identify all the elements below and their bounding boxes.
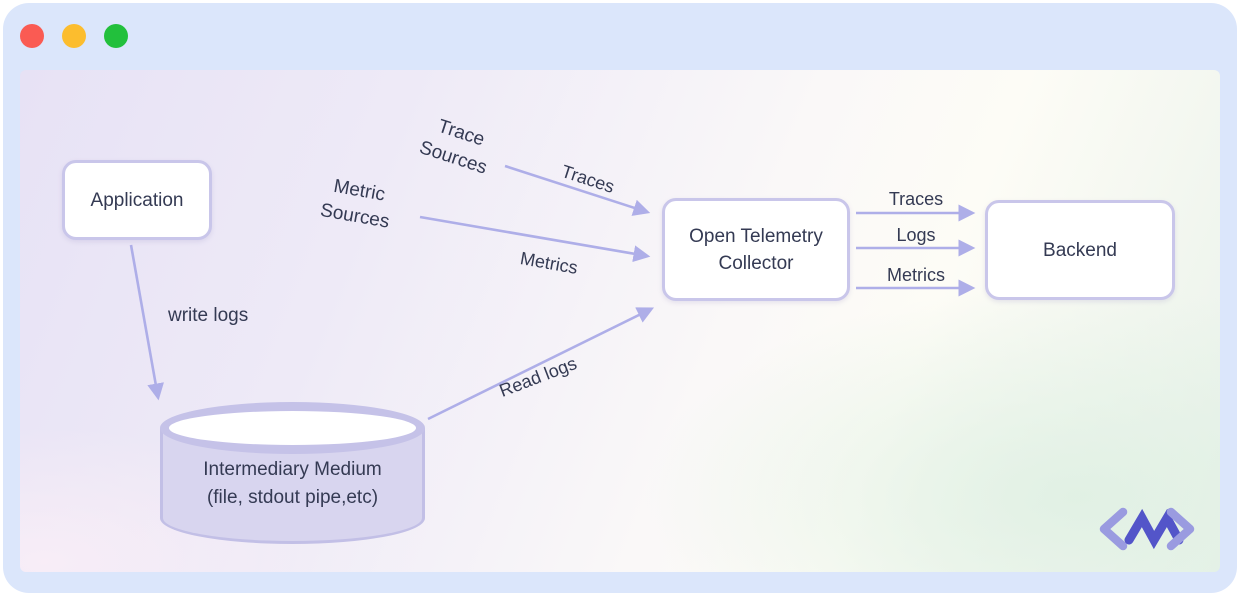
window-frame: Application Open Telemetry Collector Bac… <box>3 3 1237 593</box>
logo-right-bracket-icon <box>1166 507 1195 551</box>
label-metrics-out: Metrics <box>887 265 945 285</box>
label-metric-sources: Metric Sources <box>318 175 391 233</box>
diagram-canvas: Application Open Telemetry Collector Bac… <box>20 70 1220 572</box>
label-metrics-in: Metrics <box>518 248 580 278</box>
window-controls <box>20 24 128 48</box>
label-traces-in: Traces <box>559 161 617 197</box>
minimize-button[interactable] <box>62 24 86 48</box>
close-button[interactable] <box>20 24 44 48</box>
logo-zigzag-icon <box>1124 508 1184 550</box>
label-read-logs: Read logs <box>496 353 580 401</box>
node-collector: Open Telemetry Collector <box>662 198 850 301</box>
label-logs-out: Logs <box>896 225 936 245</box>
maximize-button[interactable] <box>104 24 128 48</box>
edge-write-logs <box>129 244 164 401</box>
node-intermediary-medium-label: Intermediary Medium (file, stdout pipe,e… <box>203 459 382 508</box>
node-application: Application <box>62 160 212 240</box>
code-zigzag-logo <box>1099 507 1195 551</box>
logo-left-bracket-icon <box>1099 507 1128 551</box>
node-backend: Backend <box>985 200 1175 300</box>
label-traces-out: Traces <box>888 189 944 209</box>
label-trace-sources: Trace Sources <box>416 115 490 179</box>
cylinder-top-icon <box>160 402 425 454</box>
label-write-logs: write logs <box>168 305 249 326</box>
